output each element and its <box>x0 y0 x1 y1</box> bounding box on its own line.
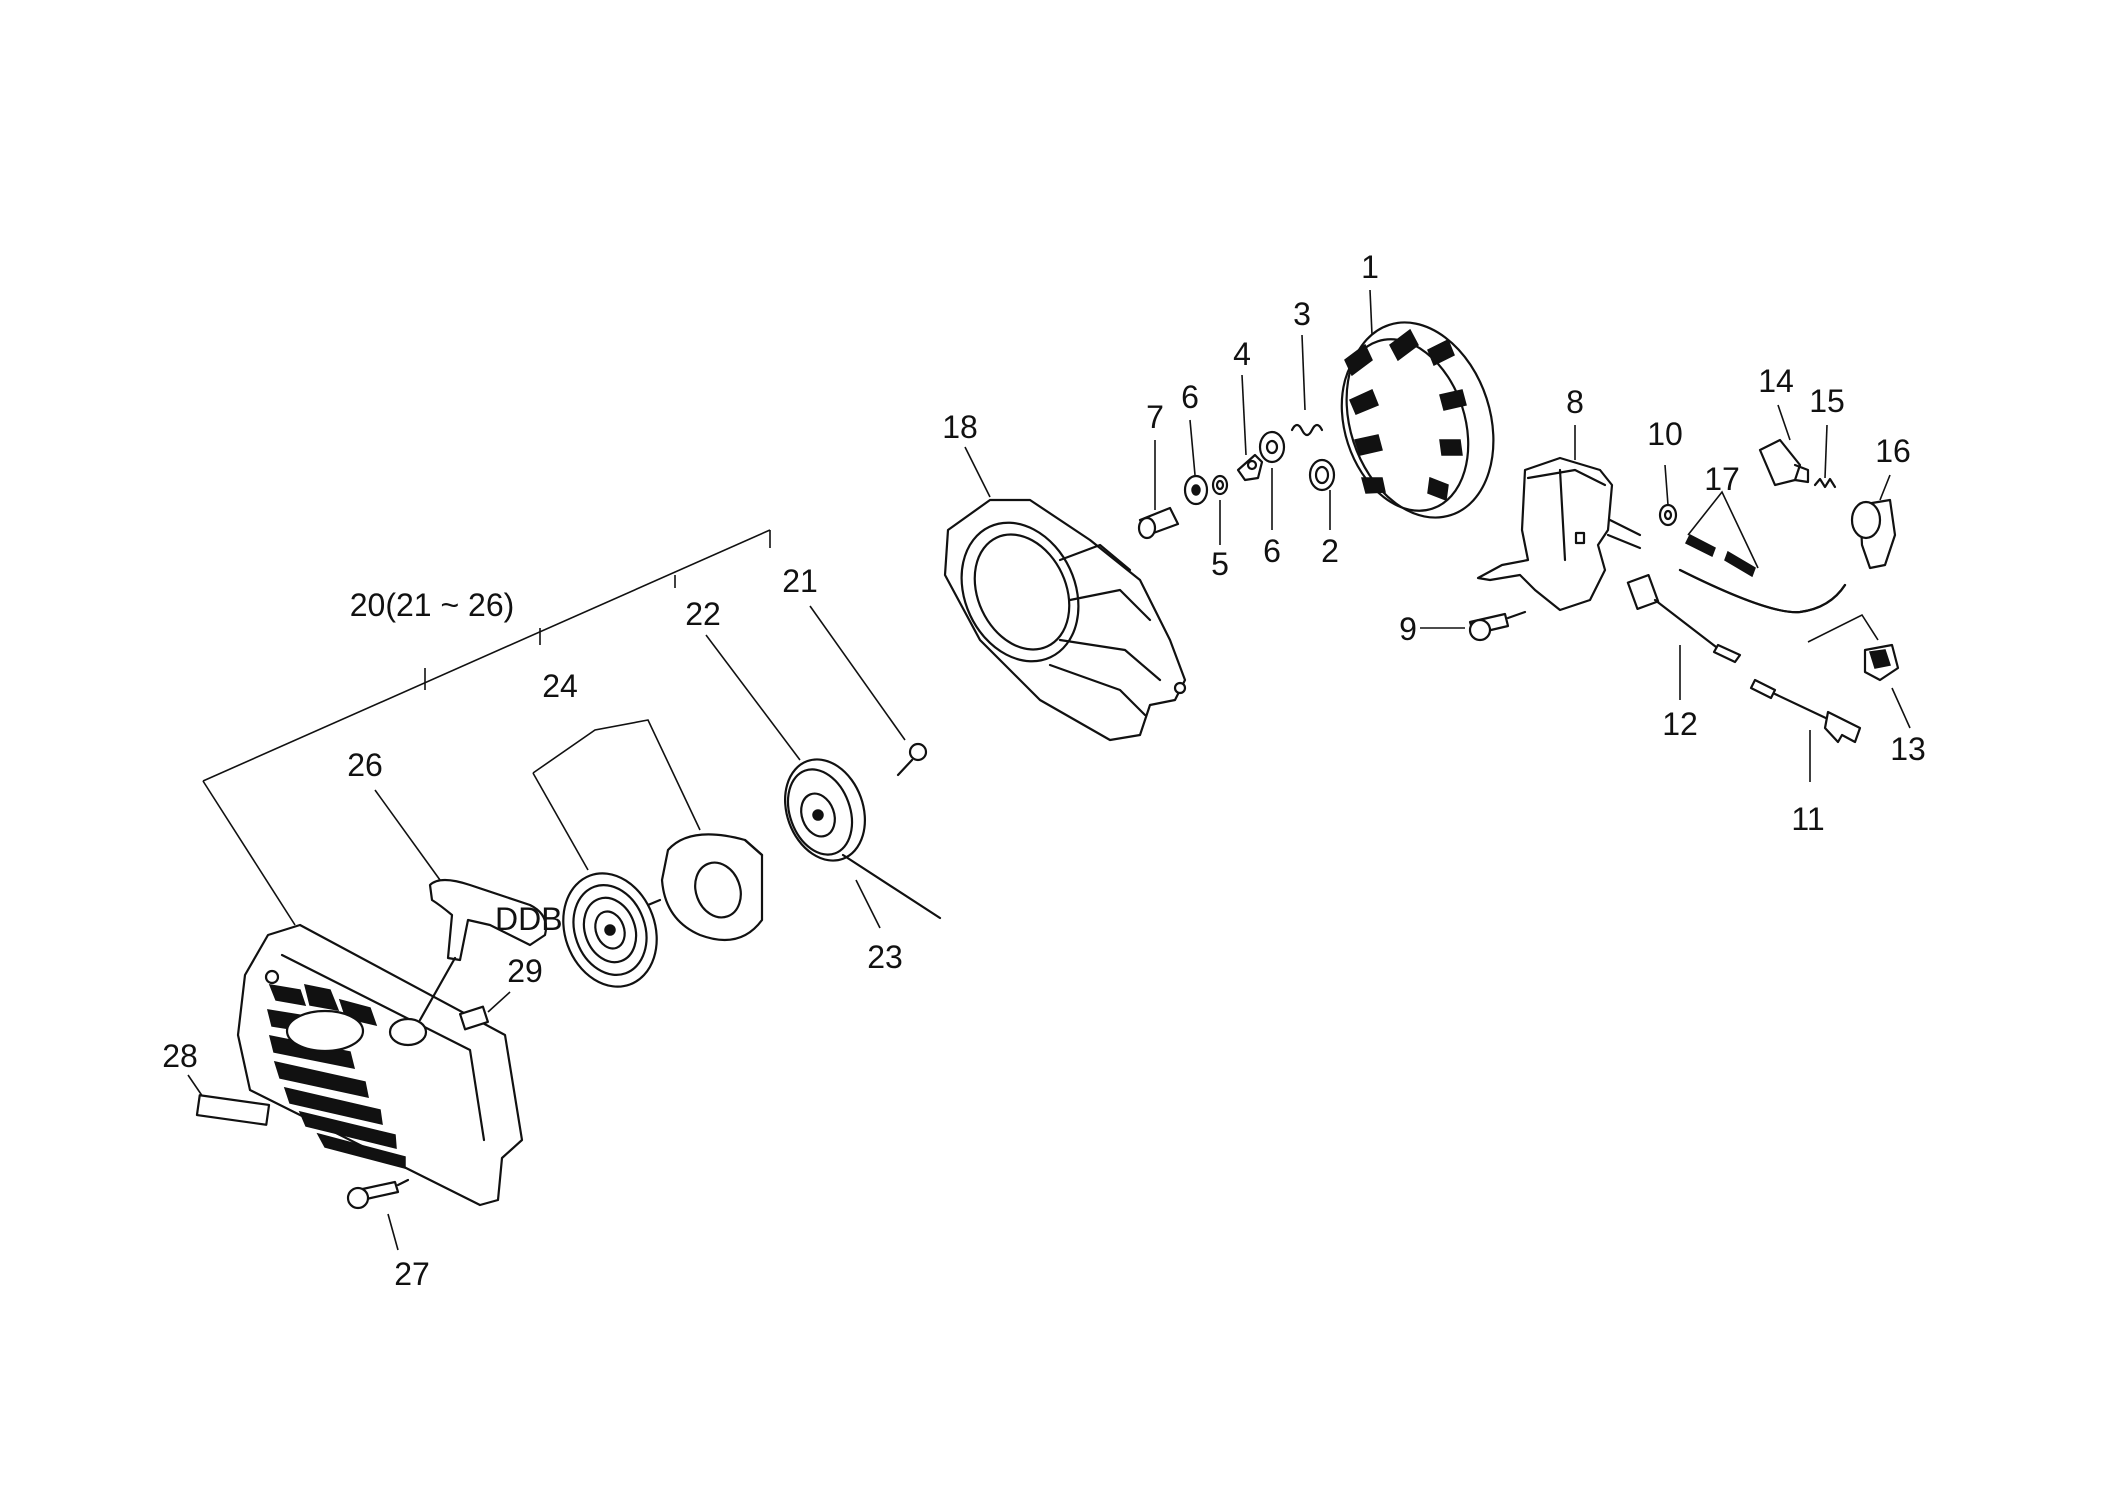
grommet <box>1863 643 1900 682</box>
terminal-spring <box>1813 477 1837 489</box>
callout-11: 11 <box>1791 801 1824 837</box>
ignition-coil <box>1476 456 1642 612</box>
washer-5 <box>1211 474 1229 496</box>
callout-13: 13 <box>1890 731 1926 767</box>
coil-bolt <box>1468 610 1527 642</box>
callout-24: 24 <box>542 668 578 704</box>
ground-wire-11 <box>1749 678 1862 744</box>
rope-pulley <box>784 758 866 862</box>
cover-rope-hole <box>388 1017 428 1047</box>
plug-boot <box>1850 498 1897 570</box>
callout-21: 21 <box>782 563 818 599</box>
starter-cover <box>236 923 524 1207</box>
starter-handle: DDB <box>418 878 563 1022</box>
fan-housing <box>943 498 1187 742</box>
washer-10 <box>1658 503 1678 527</box>
flywheel-collar <box>1308 458 1336 492</box>
callout-22: 22 <box>685 596 721 632</box>
callout-20: 20(21 ~ 26) <box>350 587 515 623</box>
callout-15: 15 <box>1809 383 1845 419</box>
recoil-spring <box>562 872 662 988</box>
washer-6a <box>1183 474 1209 506</box>
callout-4: 4 <box>1233 336 1251 372</box>
callout-7: 7 <box>1146 399 1164 435</box>
callout-9: 9 <box>1399 611 1417 647</box>
callout-10: 10 <box>1647 416 1683 452</box>
callout-28: 28 <box>162 1038 198 1074</box>
cover-screw-hole <box>264 969 280 985</box>
callout-6a: 6 <box>1181 379 1199 415</box>
callout-1: 1 <box>1361 249 1379 285</box>
wire-sleeves <box>1684 533 1756 578</box>
callout-29: 29 <box>507 953 543 989</box>
flywheel-nut <box>1137 506 1180 540</box>
callout-27: 27 <box>394 1256 430 1292</box>
plug-terminal <box>1758 438 1810 487</box>
cover-screw <box>346 1178 410 1210</box>
pulley-screw <box>896 742 928 777</box>
cover-label-area <box>285 1009 365 1053</box>
callout-5: 5 <box>1211 546 1229 582</box>
callout-14: 14 <box>1758 363 1794 399</box>
label-29-part <box>459 1005 489 1031</box>
starter-pawl <box>1236 453 1264 482</box>
callout-18: 18 <box>942 409 978 445</box>
callout-6b: 6 <box>1263 533 1281 569</box>
callout-17: 17 <box>1704 461 1740 497</box>
spring-case <box>660 833 764 942</box>
callout-8: 8 <box>1566 384 1584 420</box>
flywheel-fins <box>1344 328 1467 502</box>
handle-text: DDB <box>495 901 563 937</box>
callout-26: 26 <box>347 747 383 783</box>
callout-12: 12 <box>1662 706 1698 742</box>
callout-2: 2 <box>1321 533 1339 569</box>
ht-lead <box>1678 568 1847 614</box>
label-28-part <box>195 1094 271 1126</box>
flywheel <box>1340 321 1495 519</box>
callout-3: 3 <box>1293 296 1311 332</box>
pawl-spring <box>1290 423 1324 437</box>
ground-wire-12 <box>1626 573 1742 664</box>
callout-23: 23 <box>867 939 903 975</box>
callout-16: 16 <box>1875 433 1911 469</box>
callout-labels: 1 2 3 4 5 6 6 7 8 9 10 11 12 13 14 15 16… <box>162 249 1926 1292</box>
washer-6b <box>1258 430 1286 464</box>
starter-rope <box>841 853 942 920</box>
